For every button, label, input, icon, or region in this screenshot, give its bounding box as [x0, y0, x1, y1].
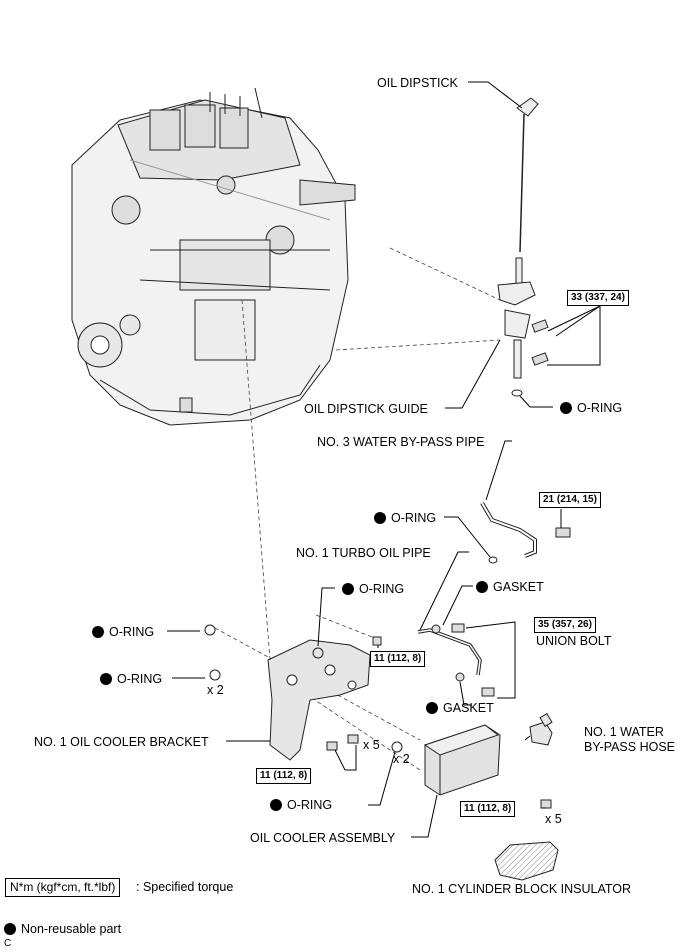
label-oil-cooler-assembly: OIL COOLER ASSEMBLY: [250, 831, 396, 845]
non-reusable-icon: [342, 583, 354, 595]
torque-oil-cooler: 11 (112, 8): [460, 801, 516, 817]
legend-non-reusable: Non-reusable part: [4, 922, 121, 936]
leader-lines: [167, 81, 601, 838]
label-no3-water-bypass-pipe: NO. 3 WATER BY-PASS PIPE: [317, 435, 485, 449]
o-ring-text: O-RING: [109, 625, 155, 639]
non-reusable-icon: [92, 626, 104, 638]
label-union-bolt: UNION BOLT: [536, 634, 612, 648]
qty-x2-cooler: x 2: [393, 752, 410, 766]
non-reusable-icon: [426, 702, 438, 714]
non-reusable-text: Non-reusable part: [21, 922, 122, 936]
no1-water-bypass-hose-part: [529, 712, 553, 746]
torque-bracket-top: 11 (112, 8): [370, 651, 426, 667]
label-no1-water-bypass-hose-1: NO. 1 WATER: [584, 725, 664, 739]
torque-dipstick-guide: 33 (337, 24): [567, 290, 629, 306]
label-oil-dipstick-guide: OIL DIPSTICK GUIDE: [304, 402, 428, 416]
o-ring-text: O-RING: [359, 582, 405, 596]
label-o-ring-bottom: O-RING: [270, 798, 332, 812]
dipstick-guide-bolt: [531, 319, 549, 366]
figure-code: C: [4, 938, 12, 949]
legend-torque-desc: : Specified torque: [136, 880, 234, 894]
torque-union-bolt: 35 (357, 26): [534, 617, 596, 633]
alignment-lines: [214, 247, 501, 771]
bracket-bolts: [326, 636, 382, 751]
engine-assembly-illustration: [71, 87, 356, 426]
union-bolt-part: [431, 623, 495, 697]
oil-cooler-assembly-part: [423, 724, 501, 796]
no3-water-bypass-pipe-part: [480, 501, 537, 558]
torque-water-bypass-pipe: 21 (214, 15): [539, 492, 601, 508]
non-reusable-icon: [374, 512, 386, 524]
qty-x5-cooler: x 5: [545, 812, 562, 826]
oil-dipstick-part: [516, 97, 539, 253]
non-reusable-icon: [4, 923, 16, 935]
no1-oil-cooler-bracket-part: [267, 639, 371, 761]
label-gasket-top: GASKET: [476, 580, 544, 594]
non-reusable-icon: [560, 402, 572, 414]
non-reusable-icon: [270, 799, 282, 811]
label-o-ring-left-2: O-RING: [100, 672, 162, 686]
o-ring-text: O-RING: [391, 511, 437, 525]
label-o-ring-dipstick: O-RING: [560, 401, 622, 415]
qty-x5-bracket: x 5: [363, 738, 380, 752]
torque-bracket-bottom: 11 (112, 8): [256, 768, 312, 784]
non-reusable-icon: [476, 581, 488, 593]
o-ring-text: O-RING: [577, 401, 623, 415]
water-pipe-bolt: [555, 527, 571, 538]
non-reusable-icon: [100, 673, 112, 685]
no1-cylinder-block-insulator-part: [494, 841, 559, 881]
label-o-ring-bracket-top: O-RING: [342, 582, 404, 596]
label-o-ring-pipe: O-RING: [374, 511, 436, 525]
gasket-text: GASKET: [493, 580, 544, 594]
label-oil-dipstick: OIL DIPSTICK: [377, 76, 458, 90]
oil-dipstick-guide-part: [497, 257, 536, 397]
label-gasket-bottom: GASKET: [426, 701, 494, 715]
legend-torque-box: N*m (kgf*cm, ft.*lbf): [5, 878, 121, 897]
label-o-ring-left-1: O-RING: [92, 625, 154, 639]
label-no1-turbo-oil-pipe: NO. 1 TURBO OIL PIPE: [296, 546, 431, 560]
qty-x2-left: x 2: [207, 683, 224, 697]
label-no1-oil-cooler-bracket: NO. 1 OIL COOLER BRACKET: [34, 735, 209, 749]
label-no1-cylinder-block-insulator: NO. 1 CYLINDER BLOCK INSULATOR: [412, 882, 632, 896]
label-no1-water-bypass-hose-2: BY-PASS HOSE: [584, 740, 676, 754]
o-ring-text: O-RING: [117, 672, 163, 686]
o-ring-text: O-RING: [287, 798, 333, 812]
gasket-text: GASKET: [443, 701, 494, 715]
bracket-o-rings: [204, 624, 403, 753]
